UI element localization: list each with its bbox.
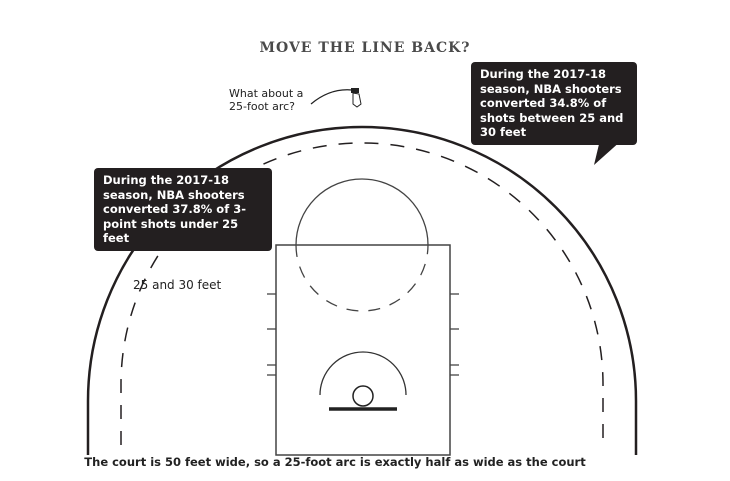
- pointing-hand-icon: [351, 88, 362, 108]
- free-throw-circle-bottom: [295, 244, 429, 312]
- page-title: MOVE THE LINE BACK?: [259, 40, 471, 56]
- free-throw-circle-top: [295, 178, 429, 246]
- 25-foot-arc: [86, 125, 638, 455]
- caption: The court is 50 feet wide, so a 25-foot …: [84, 455, 586, 469]
- three-point-line-dashed: [120, 142, 604, 445]
- hoop: [352, 385, 374, 407]
- lane-hash-marks: [267, 293, 459, 376]
- annotation-text: What about a 25-foot arc?: [229, 87, 304, 113]
- annotation-arrow: [310, 89, 353, 105]
- callout-left: During the 2017-18 season, NBA shooters …: [94, 168, 272, 251]
- restricted-arc: [319, 351, 407, 396]
- zone-label: 25 and 30 feet: [133, 278, 222, 292]
- callout-right: During the 2017-18 season, NBA shooters …: [471, 62, 637, 145]
- lane: [275, 244, 451, 456]
- bubble-right-tail: [594, 140, 622, 165]
